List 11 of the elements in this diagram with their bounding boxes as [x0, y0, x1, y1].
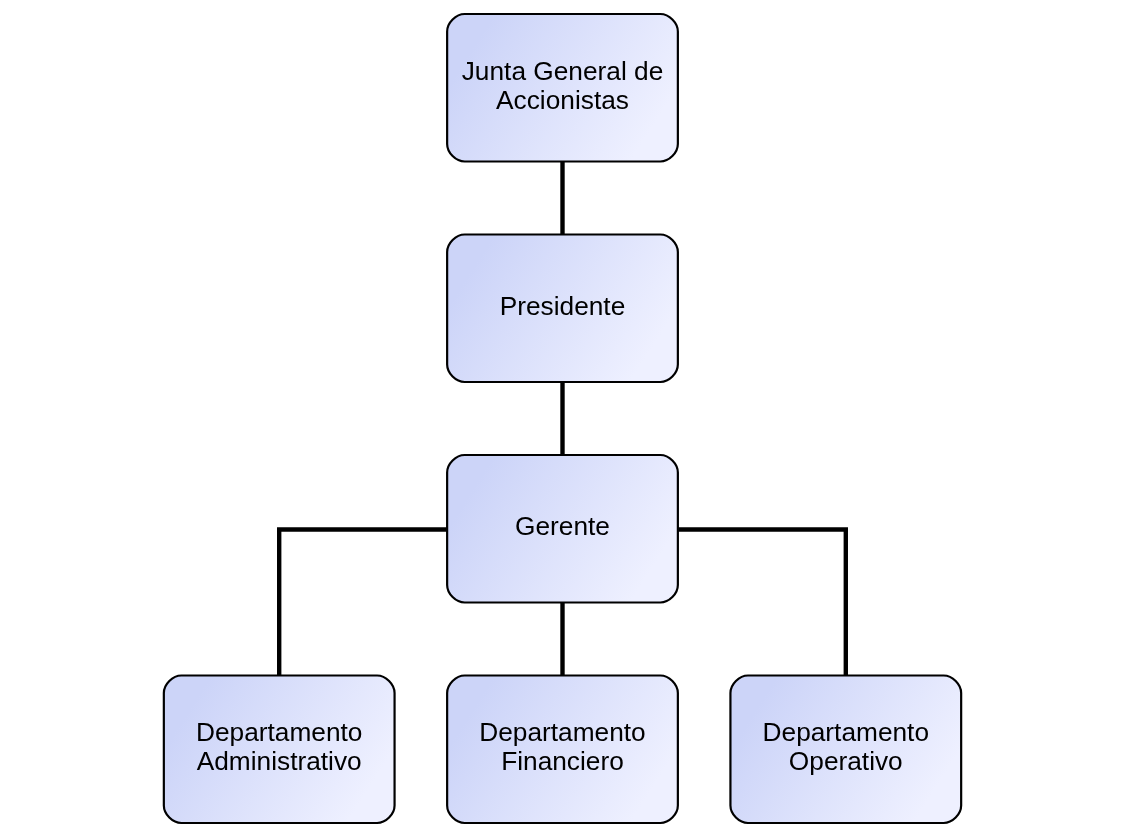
node-box: Gerente [446, 453, 679, 604]
node-box: Departamento Operativo [729, 674, 963, 825]
connector [560, 382, 565, 455]
node-box: Departamento Financiero [446, 674, 679, 825]
connector [678, 527, 848, 676]
connector [277, 527, 447, 676]
node-box: Departamento Administrativo [162, 674, 396, 825]
connector [560, 602, 565, 676]
node-box: Junta General de Accionistas [446, 12, 679, 163]
connector [560, 161, 565, 235]
node-box: Presidente [446, 233, 679, 384]
